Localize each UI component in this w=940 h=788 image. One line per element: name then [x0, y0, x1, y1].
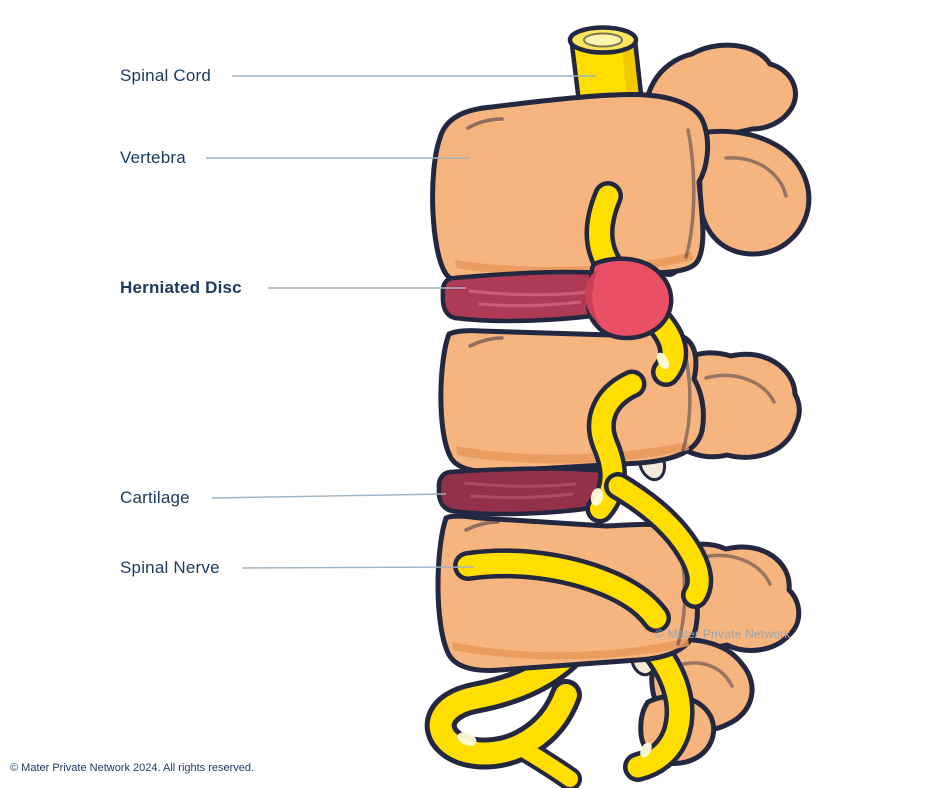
watermark-text: © Mater Private Network	[655, 627, 791, 641]
label-spinal-nerve: Spinal Nerve	[120, 558, 220, 577]
label-cartilage: Cartilage	[120, 488, 190, 507]
spinal-nerve-labeled	[453, 548, 671, 633]
herniation-bulge	[584, 256, 674, 341]
spinal-nerve-bottom-u	[424, 614, 604, 788]
leader-line-cartilage	[211, 493, 447, 499]
spinal-nerve-bottom-right	[623, 631, 695, 782]
vertebra-1	[430, 92, 711, 284]
label-spinal-cord: Spinal Cord	[120, 66, 212, 85]
label-vertebra: Vertebra	[120, 148, 186, 167]
vertebra-3	[435, 513, 700, 673]
gloss-highlights	[457, 352, 670, 758]
spinal-nerve-diagonal	[604, 472, 714, 609]
leader-lines	[206, 75, 596, 569]
copyright-footer: © Mater Private Network 2024. All rights…	[10, 762, 255, 774]
label-herniated-disc: Herniated Disc	[120, 278, 242, 297]
leader-line-spinal-nerve	[241, 566, 475, 569]
